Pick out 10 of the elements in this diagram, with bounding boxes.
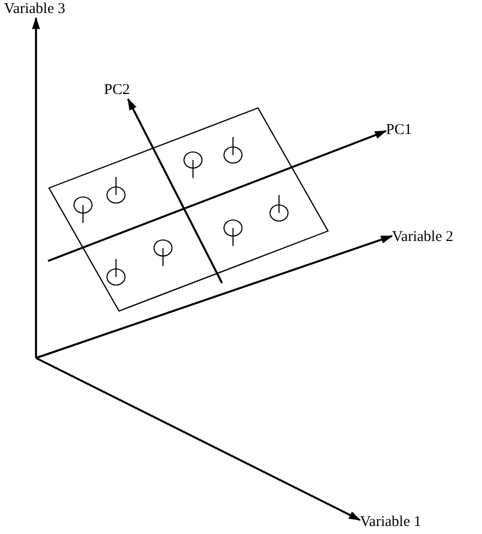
axis-arrow: [36, 357, 361, 521]
axis-label: Variable 3: [4, 0, 66, 18]
axis-arrow: [127, 98, 223, 284]
axis-arrow: [36, 235, 393, 359]
axis-arrow: [48, 130, 387, 262]
axis-label: PC2: [104, 81, 130, 99]
axis-label: Variable 2: [392, 228, 454, 246]
axis-label: Variable 1: [360, 513, 422, 531]
axis-label: PC1: [386, 121, 412, 139]
axis-arrow: [32, 17, 40, 358]
